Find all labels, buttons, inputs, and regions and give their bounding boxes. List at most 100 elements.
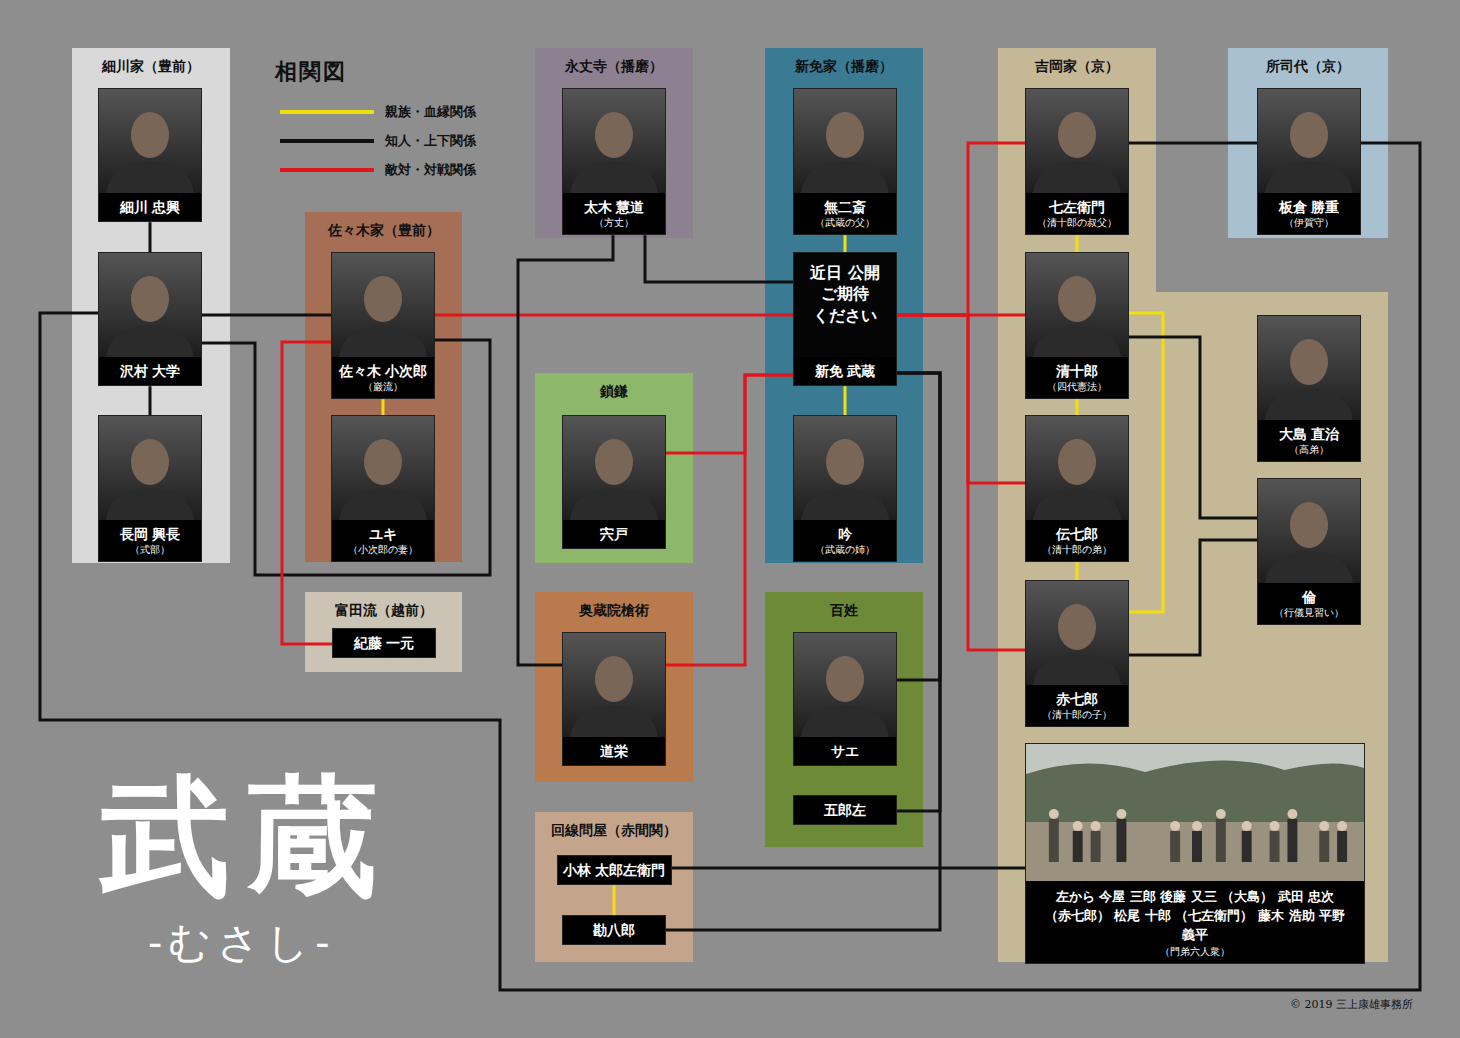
name-bar: 吟（武蔵の姉） [794, 520, 896, 561]
person-name: 太木 慧道 [584, 198, 645, 216]
person-card: 清十郎（四代憲法） [1025, 252, 1129, 399]
person-card: 七左衛門（清十郎の叔父） [1025, 88, 1129, 235]
legend-text: 親族・血縁関係 [385, 104, 476, 120]
portrait-placeholder [563, 416, 665, 520]
person-name: ユキ [369, 525, 397, 543]
name-bar: 大島 直治（高弟） [1258, 420, 1360, 461]
lead-card: 近日 公開 ご期待 ください新免 武蔵 [793, 252, 897, 386]
legend-text: 敵対・対戦関係 [385, 162, 476, 178]
name-plate: 紀藤 一元 [332, 628, 436, 658]
group-heading: 新免家（播磨） [765, 48, 923, 75]
person-name: 勘八郎 [593, 921, 635, 939]
name-bar: サエ [794, 737, 896, 765]
person-card: サエ [793, 632, 897, 766]
relation-line [435, 314, 793, 317]
person-name: 細川 忠興 [120, 198, 181, 216]
portrait [1258, 479, 1360, 583]
name-bar: 佐々木 小次郎（巌流） [332, 357, 434, 398]
portrait-placeholder [99, 253, 201, 357]
group-panel: 鎖鎌宍戸 [535, 373, 693, 563]
group-heading: 奥蔵院槍術 [535, 592, 693, 619]
label-text: © 2019 三上康雄事務所 [1290, 998, 1413, 1011]
legend-line [280, 139, 374, 143]
person-role: （清十郎の叔父） [1037, 216, 1117, 229]
name-bar: 小林 太郎左衛門 [558, 856, 671, 884]
relation-line [672, 867, 1026, 870]
group-heading: 百姓 [765, 592, 923, 619]
group-panel: 佐々木家（豊前）佐々木 小次郎（巌流）ユキ（小次郎の妻） [305, 212, 462, 562]
person-role: （武蔵の父） [815, 216, 875, 229]
portrait [99, 89, 201, 193]
name-bar: 板倉 勝重（伊賀守） [1258, 193, 1360, 234]
group-panel: 百姓サエ五郎左 [765, 592, 923, 847]
name-plate: 小林 太郎左衛門 [557, 855, 672, 885]
group-heading: 所司代（京） [1228, 48, 1388, 75]
group-photo-card: 左から 今屋 三郎 後藤 又三 （大島） 武田 忠次 （赤七郎） 松尾 十郎 （… [1025, 743, 1365, 964]
name-bar: 五郎左 [794, 796, 896, 824]
portrait [1026, 581, 1128, 685]
person-card: 倫（行儀見習い） [1257, 478, 1361, 625]
portrait [332, 416, 434, 520]
person-name: 七左衛門 [1049, 198, 1105, 216]
teaser-text: 近日 公開 ご期待 ください [809, 262, 881, 326]
portrait [1258, 316, 1360, 420]
person-role: （武蔵の姉） [815, 543, 875, 556]
person-role: （行儀見習い） [1274, 606, 1344, 619]
person-card: 宍戸 [562, 415, 666, 549]
person-name: 小林 太郎左衛門 [563, 861, 666, 879]
portrait-placeholder [1026, 89, 1128, 193]
portrait-placeholder [794, 633, 896, 737]
name-bar: 七左衛門（清十郎の叔父） [1026, 193, 1128, 234]
legend-line [280, 110, 374, 114]
person-card: 赤七郎（清十郎の子） [1025, 580, 1129, 727]
person-role: （小次郎の妻） [348, 543, 418, 556]
person-role: （方丈） [594, 216, 634, 229]
person-card: 伝七郎（清十郎の弟） [1025, 415, 1129, 562]
person-card: 大島 直治（高弟） [1257, 315, 1361, 462]
portrait [1258, 89, 1360, 193]
person-card: 長岡 興長（式部） [98, 415, 202, 562]
group-panel: 永丈寺（播磨） 太木 慧道（方丈） [535, 48, 693, 238]
person-card: 沢村 大学 [98, 252, 202, 386]
person-role: （清十郎の弟） [1042, 543, 1112, 556]
person-card: 道栄 [562, 632, 666, 766]
portrait-placeholder [332, 253, 434, 357]
portrait [794, 633, 896, 737]
person-name: 倫 [1302, 588, 1316, 606]
portrait-placeholder [1026, 416, 1128, 520]
name-bar: 倫（行儀見習い） [1258, 583, 1360, 624]
name-plate: 五郎左 [793, 795, 897, 825]
group-heading: 永丈寺（播磨） [535, 48, 693, 75]
person-card: 細川 忠興 [98, 88, 202, 222]
name-bar: ユキ（小次郎の妻） [332, 520, 434, 561]
group-panel: 新免家（播磨）無二斎（武蔵の父）近日 公開 ご期待 ください新免 武蔵吟（武蔵の… [765, 48, 923, 563]
person-role: （式部） [130, 543, 170, 556]
person-name: 宍戸 [600, 525, 628, 543]
name-bar: 太木 慧道（方丈） [563, 193, 665, 234]
name-bar: 赤七郎（清十郎の子） [1026, 685, 1128, 726]
portrait-placeholder [794, 89, 896, 193]
person-name: 紀藤 一元 [354, 634, 415, 652]
person-name: 佐々木 小次郎 [339, 362, 428, 380]
group-heading: 鎖鎌 [535, 373, 693, 400]
name-bar: 伝七郎（清十郎の弟） [1026, 520, 1128, 561]
group-panel: 細川家（豊前）細川 忠興沢村 大学長岡 興長（式部） [72, 48, 230, 563]
name-bar: 長岡 興長（式部） [99, 520, 201, 561]
portrait-placeholder [99, 416, 201, 520]
cast-list: 左から 今屋 三郎 後藤 又三 （大島） 武田 忠次 （赤七郎） 松尾 十郎 （… [1030, 886, 1360, 945]
portrait [332, 253, 434, 357]
portrait [794, 89, 896, 193]
portrait-placeholder [1026, 581, 1128, 685]
group-photo [1026, 744, 1364, 881]
name-bar: 沢村 大学 [99, 357, 201, 385]
portrait [99, 253, 201, 357]
person-card: 板倉 勝重（伊賀守） [1257, 88, 1361, 235]
group-panel: 奥蔵院槍術道栄 [535, 592, 693, 782]
portrait [563, 633, 665, 737]
portrait [1026, 253, 1128, 357]
caption-bar: 左から 今屋 三郎 後藤 又三 （大島） 武田 忠次 （赤七郎） 松尾 十郎 （… [1026, 881, 1364, 963]
label-text: -むさし- [148, 918, 335, 968]
group-heading: 富田流（越前） [305, 592, 462, 619]
portrait [1026, 89, 1128, 193]
portrait [1026, 416, 1128, 520]
